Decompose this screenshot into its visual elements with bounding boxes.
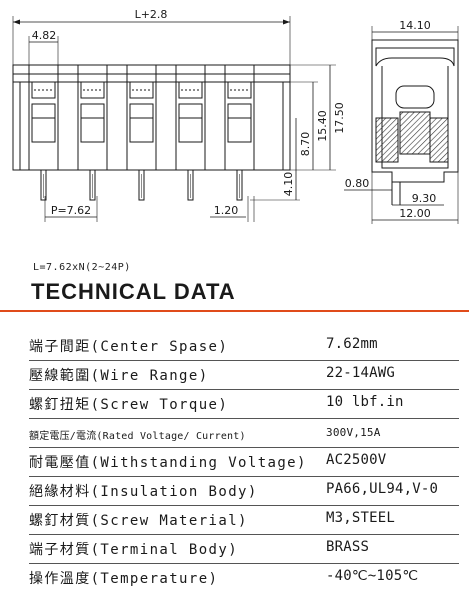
row-divider <box>29 447 459 448</box>
terminal-pole <box>77 64 108 201</box>
spec-label: 絕緣材料(Insulation Body) <box>29 484 258 500</box>
spec-row-screw-torque: 螺釘扭矩(Screw Torque) 10 lbf.in <box>0 390 469 419</box>
row-divider <box>29 505 459 506</box>
dim-pin-to-edge-label: 4.82 <box>32 29 57 42</box>
spec-value: -40℃~105℃ <box>326 568 419 584</box>
spec-label: 壓線範圍(Wire Range) <box>29 368 209 384</box>
spec-row-screw-material: 螺釘材質(Screw Material) M3,STEEL <box>0 506 469 535</box>
spec-label: 耐電壓值(Withstanding Voltage) <box>29 455 307 471</box>
row-divider <box>29 534 459 535</box>
dim-pin-width-label: 1.20 <box>214 204 239 217</box>
spec-label: 操作溫度(Temperature) <box>29 571 219 587</box>
spec-label: 螺釘材質(Screw Material) <box>29 513 248 529</box>
row-divider <box>29 389 459 390</box>
spec-value: 22-14AWG <box>326 365 396 381</box>
spec-row-temperature: 操作溫度(Temperature) -40℃~105℃ <box>0 564 469 593</box>
spec-value: 300V,15A <box>326 426 381 439</box>
dim-pitch-label: P=7.62 <box>51 204 91 217</box>
spec-label: 螺釘扭矩(Screw Torque) <box>29 397 229 413</box>
row-divider <box>29 563 459 564</box>
row-divider <box>29 476 459 477</box>
row-divider <box>29 418 459 419</box>
terminal-pole <box>28 64 59 201</box>
spec-value: 7.62mm <box>326 336 378 352</box>
spec-value: M3,STEEL <box>326 510 396 526</box>
dim-side-offset-label: 0.80 <box>345 177 370 190</box>
dim-base-width-label: 12.00 <box>399 207 431 220</box>
dim-length-label: L+2.8 <box>135 8 168 21</box>
spec-value: BRASS <box>326 539 370 555</box>
title-divider <box>0 310 469 312</box>
spec-row-wire-range: 壓線範圍(Wire Range) 22-14AWG <box>0 361 469 390</box>
terminal-pole <box>126 64 157 201</box>
terminal-pole <box>224 64 255 201</box>
spec-row-center-spacing: 端子間距(Center Spase) 7.62mm <box>0 332 469 361</box>
spec-row-rated-voltage-current: 額定電压/電流(Rated Voltage/ Current) 300V,15A <box>0 419 469 448</box>
section-title: TECHNICAL DATA <box>31 279 236 304</box>
front-view <box>12 16 336 222</box>
terminal-pole <box>175 64 206 201</box>
spec-row-terminal-body: 端子材質(Terminal Body) BRASS <box>0 535 469 564</box>
dim-pin-length-label: 4.10 <box>282 172 295 197</box>
spec-label: 額定電压/電流(Rated Voltage/ Current) <box>29 431 246 442</box>
side-view <box>344 26 459 224</box>
length-formula: L=7.62xN(2~24P) <box>33 262 131 273</box>
dim-top-width-label: 14.10 <box>399 19 431 32</box>
spec-value: AC2500V <box>326 452 387 468</box>
spec-value: PA66,UL94,V-0 <box>326 481 439 497</box>
dim-height-inner-label: 8.70 <box>299 132 312 157</box>
spec-row-insulation-body: 絕緣材料(Insulation Body) PA66,UL94,V-0 <box>0 477 469 506</box>
spec-value: 10 lbf.in <box>326 394 404 410</box>
spec-label: 端子材質(Terminal Body) <box>29 542 239 558</box>
spec-label: 端子間距(Center Spase) <box>29 339 229 355</box>
dim-height-total-label: 17.50 <box>333 102 346 134</box>
technical-drawing: L+2.8 4.82 17.50 15.40 8.70 4.10 P=7.62 … <box>12 8 459 224</box>
dim-base-partial-label: 9.30 <box>412 192 437 205</box>
spec-row-withstanding-voltage: 耐電壓值(Withstanding Voltage) AC2500V <box>0 448 469 477</box>
row-divider <box>29 360 459 361</box>
dim-height-body-label: 15.40 <box>316 110 329 142</box>
